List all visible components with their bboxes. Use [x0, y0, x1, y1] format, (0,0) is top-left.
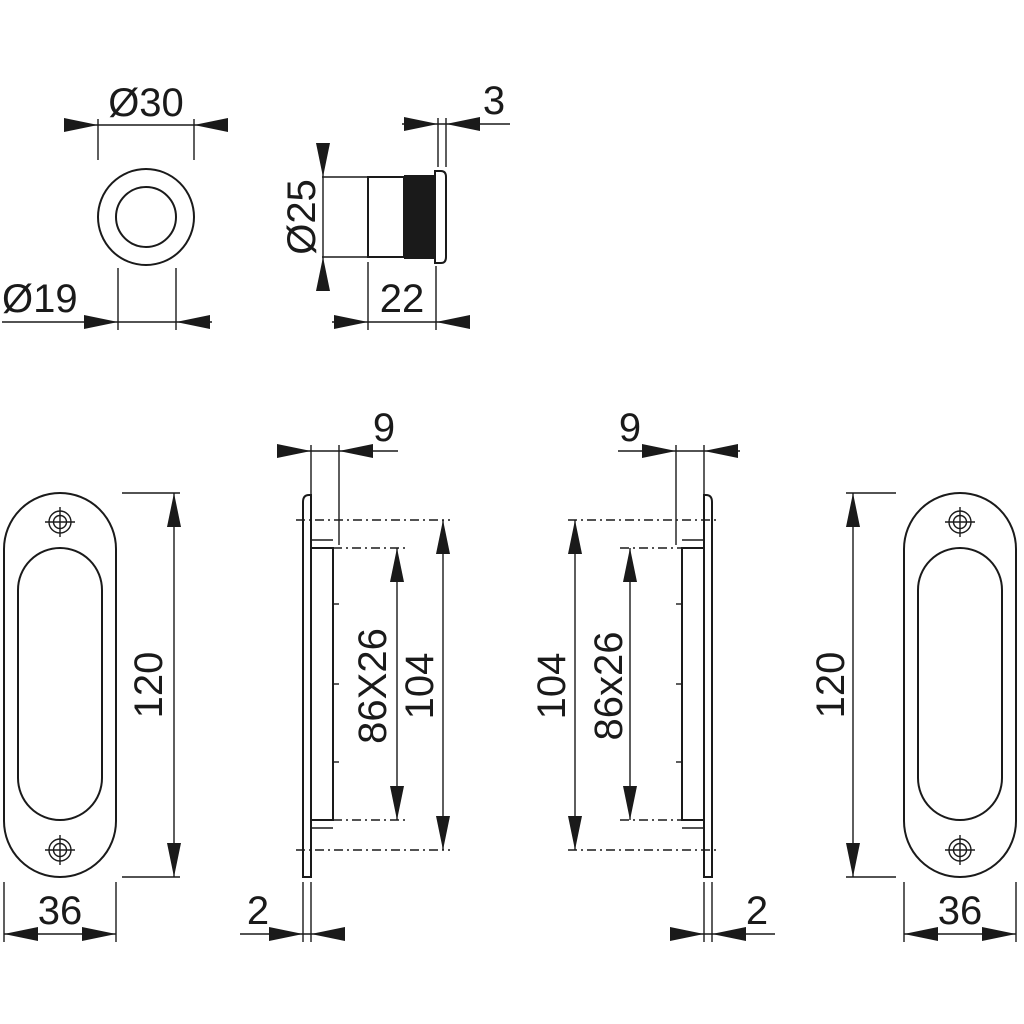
- dim-left-cutout: 86X26: [351, 628, 395, 744]
- dim-left-side-offset: 9: [373, 406, 395, 450]
- dim-knob-flange: 3: [483, 79, 505, 123]
- dim-knob-outer-dia: Ø30: [108, 81, 184, 125]
- dim-knob-inner-dia: Ø19: [2, 277, 78, 321]
- right-plate-side: 104 86x26 9 2: [530, 406, 775, 942]
- dim-right-plate-height: 120: [809, 652, 853, 719]
- right-plate-front: 120 36: [809, 492, 1017, 942]
- left-plate-side: 86X26 104 9 2: [240, 406, 450, 942]
- knob-front-view: Ø30 Ø19: [2, 81, 228, 330]
- dim-left-plate-height: 120: [127, 652, 171, 719]
- dim-right-cutout-height: 104: [530, 653, 574, 720]
- dim-right-plate-width: 36: [938, 889, 983, 933]
- dim-knob-depth: 22: [380, 277, 425, 321]
- dim-right-side-thickness: 2: [746, 889, 768, 933]
- dim-knob-side-dia: Ø25: [280, 179, 324, 255]
- dim-right-cutout: 86x26: [587, 632, 631, 741]
- dim-right-side-offset: 9: [619, 406, 641, 450]
- dim-left-side-thickness: 2: [247, 889, 269, 933]
- knob-side-view: Ø25 22 3: [280, 79, 510, 330]
- dim-left-plate-width: 36: [38, 889, 83, 933]
- dim-left-cutout-height: 104: [398, 653, 442, 720]
- left-plate-front: 120 36: [3, 492, 181, 942]
